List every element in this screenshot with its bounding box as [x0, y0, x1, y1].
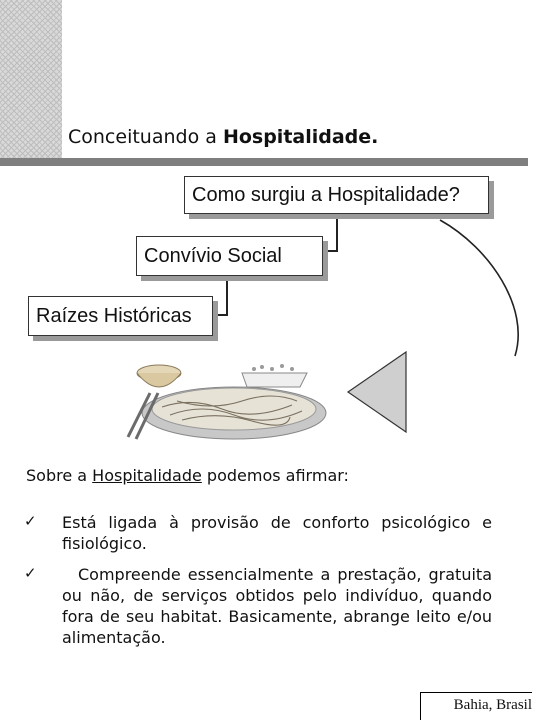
diagram-box-question: Como surgiu a Hospitalidade? — [184, 176, 489, 214]
slide-title: Conceituando a Hospitalidade. — [68, 126, 379, 148]
connector-line — [336, 216, 338, 252]
connector-line — [324, 250, 338, 252]
footer-location: Bahia, Brasil — [420, 692, 532, 720]
bullet-text-1: Está ligada à provisão de conforto psico… — [62, 513, 492, 553]
bullet-text-2: Compreende essencialmente a prestação, g… — [62, 565, 492, 647]
connector-line — [212, 314, 228, 316]
check-icon: ✓ — [24, 564, 37, 582]
diagram-box-history: Raízes Históricas — [28, 296, 213, 336]
triangle-arrow-icon — [346, 350, 407, 434]
connector-line — [226, 276, 228, 316]
title-rule — [0, 158, 528, 166]
food-bowl-illustration — [126, 364, 327, 440]
check-icon: ✓ — [24, 512, 37, 530]
diagram-box-social: Convívio Social — [136, 236, 323, 276]
section-heading: Sobre a Hospitalidade podemos afirmar: — [26, 466, 349, 485]
curved-arrow-icon — [439, 219, 519, 357]
decorative-pattern-bar — [0, 0, 62, 160]
